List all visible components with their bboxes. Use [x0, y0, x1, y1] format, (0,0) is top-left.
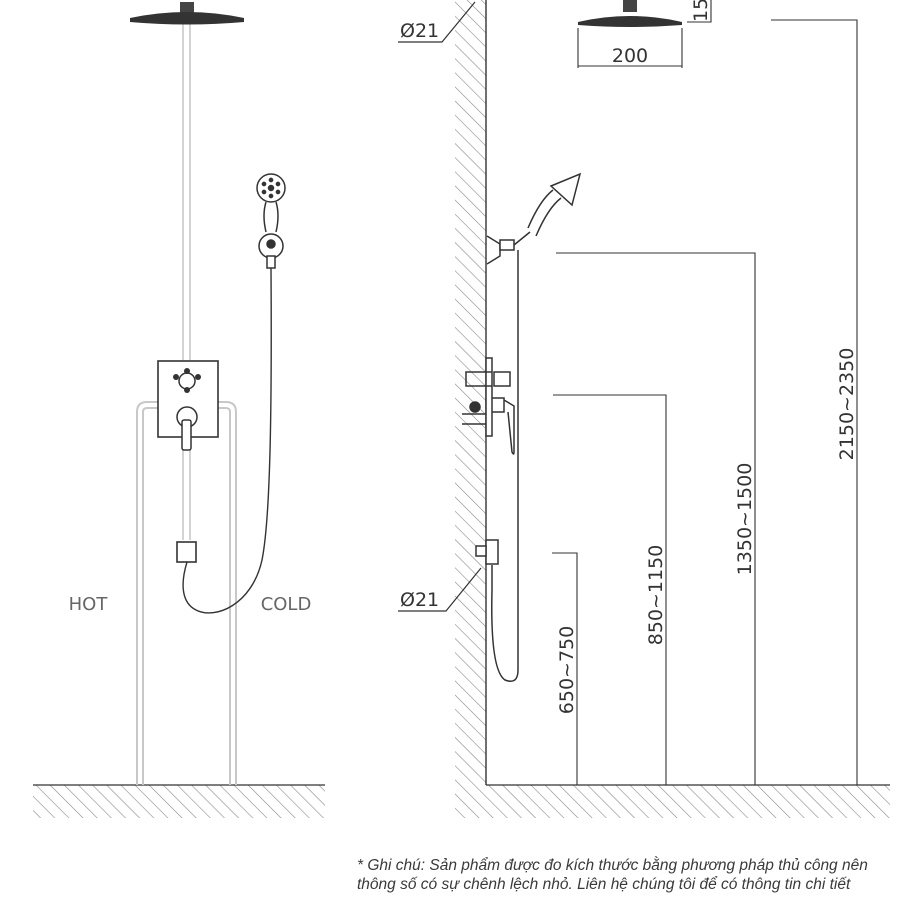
svg-text:Ø21: Ø21: [400, 20, 439, 42]
cold-label: COLD: [261, 594, 312, 615]
rain-shower-head: [130, 2, 244, 25]
pipe-diameter-top-callout: Ø21: [398, 1, 476, 43]
head-height-dimension: 15: [690, 0, 712, 22]
measurement-note: * Ghi chú: Sản phẩm được đo kích thước b…: [357, 857, 868, 893]
wall-section: [455, 0, 487, 785]
valve-height-dimension: 850~1150: [645, 545, 667, 646]
outlet-height-dimension: 650~750: [556, 626, 578, 714]
total-height-dimension: 2150~2350: [836, 348, 858, 461]
wall-outlet: [176, 541, 197, 563]
front-floor: [33, 784, 325, 818]
rain-head-side: 200 15: [577, 0, 712, 68]
hand-shower-side: [486, 172, 582, 682]
hot-label: HOT: [69, 594, 109, 615]
holder-height-dimension: 1350~1500: [734, 463, 756, 576]
side-view: Ø21 200 15: [398, 0, 890, 818]
hand-shower: [182, 173, 286, 614]
mixer-valve-side: [462, 357, 515, 455]
wall-outlet-side: [475, 539, 499, 565]
pipe-diameter-bottom-callout: Ø21: [398, 567, 482, 612]
mixer-valve: [157, 360, 219, 451]
svg-text:Ø21: Ø21: [400, 589, 439, 611]
front-view: HOT COLD: [33, 2, 325, 818]
side-floor: [455, 784, 890, 818]
height-dimensions: [552, 19, 858, 785]
supply-pipes: [136, 401, 237, 785]
head-width-dimension: 200: [612, 45, 648, 67]
riser-pipe: [182, 22, 191, 540]
